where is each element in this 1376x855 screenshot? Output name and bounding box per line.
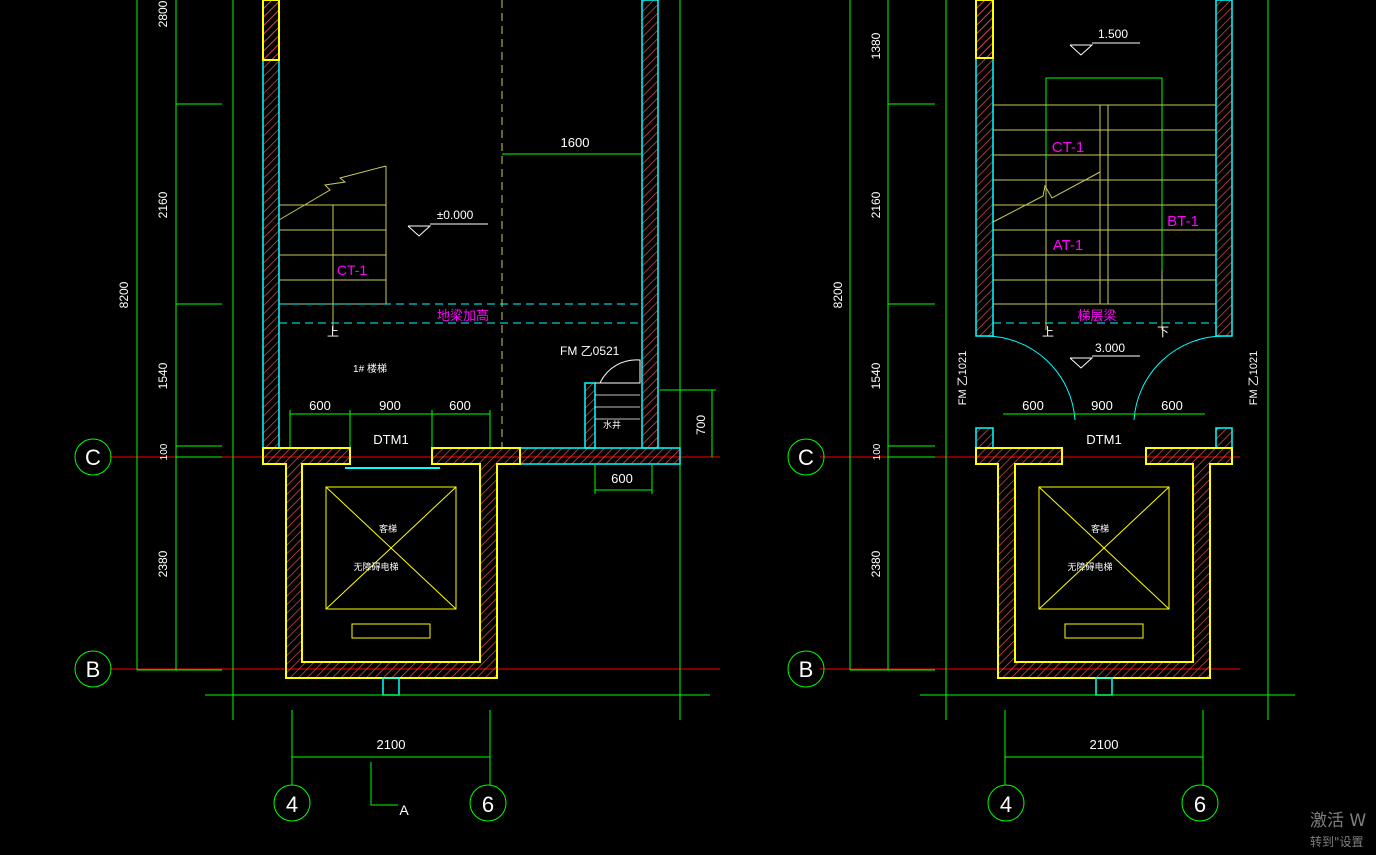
door-label-left: FM 乙1021 [956, 351, 969, 405]
axis-label-c: C [85, 445, 101, 470]
elevator-shaft-wall-right [975, 447, 1233, 679]
axis-label-c-right: C [798, 445, 814, 470]
stair-label-bt1: BT-1 [1167, 213, 1199, 230]
elevator-label-b-right: 无障碍电梯 [1067, 561, 1112, 572]
elevator-label-a-right: 客梯 [1091, 523, 1109, 534]
dim-100-right: 100 [872, 443, 883, 460]
dim-1540-right: 1540 [869, 362, 883, 389]
right-plan-column [975, 0, 994, 59]
dim-8200-right: 8200 [831, 281, 845, 308]
elevation-marker [407, 225, 432, 237]
dim-2160: 2160 [156, 191, 170, 218]
dim-600-b-right: 600 [1161, 398, 1183, 413]
bottom-wall-right [519, 447, 681, 465]
left-wall [262, 0, 280, 449]
axis-bubble-4 [273, 784, 311, 822]
dtm-label-right: DTM1 [1086, 432, 1121, 447]
axis-label-b: B [86, 657, 101, 682]
axis-bubble-6-right [1181, 784, 1219, 822]
right-wall [641, 0, 659, 449]
right-plan-right-wall [1215, 0, 1233, 337]
door-swing-left [984, 335, 1076, 421]
elevation-mid: 3.000 [1095, 341, 1125, 355]
down-label-right: 下 [1157, 325, 1169, 339]
dim-600-b: 600 [449, 398, 471, 413]
right-plan: 1380 2160 1540 100 2380 8200 1.500 [787, 0, 1295, 822]
beam-label: 地梁加高 [437, 308, 489, 323]
dim-1540: 1540 [156, 362, 170, 389]
axis-label-4-right: 4 [1000, 792, 1012, 817]
dim-2380-right: 2380 [869, 550, 883, 577]
door-swing [595, 359, 641, 384]
elevation-text: ±0.000 [437, 208, 474, 222]
dim-2100: 2100 [377, 737, 406, 752]
axis-bubble-4-right [987, 784, 1025, 822]
stair-outline [1045, 77, 1163, 305]
up-label-right: 上 [1042, 325, 1054, 339]
dim-700: 700 [694, 415, 708, 435]
left-stair-treads [278, 165, 387, 330]
door-swing-right [1133, 335, 1225, 421]
stair-label-ct1-right: CT-1 [1052, 139, 1085, 156]
up-label: 上 [327, 325, 339, 339]
door-label-right: FM 乙1021 [1247, 351, 1260, 405]
column-top-left [262, 0, 280, 61]
shaft-lines [595, 394, 640, 420]
dtm-label: DTM1 [373, 432, 408, 447]
dim-900: 900 [379, 398, 401, 413]
axis-bubble-c-right [787, 438, 825, 476]
axis-bubble-b [74, 650, 112, 688]
stair-label-ct1: CT-1 [337, 262, 368, 278]
shaft-label: 水井 [603, 419, 621, 430]
dim-2100-right: 2100 [1090, 737, 1119, 752]
elevator-shaft-wall [262, 447, 521, 679]
axis-bubble-c [74, 438, 112, 476]
axis-label-6-right: 6 [1194, 792, 1206, 817]
dim-2800: 2800 [156, 0, 170, 27]
beam-label-right: 梯层梁 [1077, 308, 1116, 323]
dim-600-a-right: 600 [1022, 398, 1044, 413]
right-vertical-dimensions [849, 0, 1269, 720]
watermark-line2: 转到"设置 [1310, 835, 1364, 849]
axis-label-b-right: B [799, 657, 814, 682]
axis-bubble-b-right [787, 650, 825, 688]
elevator-counterweight-right [1064, 623, 1144, 639]
dim-8200: 8200 [117, 281, 131, 308]
dim-2160-right: 2160 [869, 191, 883, 218]
elevator-label-a: 客梯 [379, 523, 397, 534]
stair-label-at1: AT-1 [1053, 237, 1084, 254]
axis-bubble-6 [469, 784, 507, 822]
elevator-counterweight [351, 623, 431, 639]
elevator-car-right [1038, 486, 1170, 610]
elevation-top: 1.500 [1098, 27, 1128, 41]
watermark-line1: 激活 W [1310, 811, 1367, 831]
elevator-label-b: 无障碍电梯 [353, 561, 398, 572]
right-stair-treads [992, 104, 1216, 330]
door-label: FM 乙0521 [560, 344, 620, 358]
right-plan-left-wall [975, 0, 994, 337]
axis-label-6: 6 [482, 792, 494, 817]
stair-note: 1# 楼梯 [353, 362, 387, 375]
dim-600-a: 600 [309, 398, 331, 413]
dim-600-c: 600 [611, 471, 633, 486]
elevator-car [325, 486, 457, 610]
axis-label-4: 4 [286, 792, 298, 817]
activation-watermark: 激活 W 转到"设置 [1310, 806, 1366, 850]
shaft-wall [584, 382, 596, 449]
dim-2380: 2380 [156, 550, 170, 577]
dim-1600: 1600 [561, 135, 590, 150]
dim-100: 100 [159, 443, 170, 460]
left-vertical-dimensions [136, 0, 681, 720]
dim-1380: 1380 [869, 32, 883, 59]
section-label: A [399, 802, 409, 818]
left-plan: 2800 2160 1540 100 2380 8200 1600 CT-1 上 [74, 0, 720, 822]
dim-900-right: 900 [1091, 398, 1113, 413]
